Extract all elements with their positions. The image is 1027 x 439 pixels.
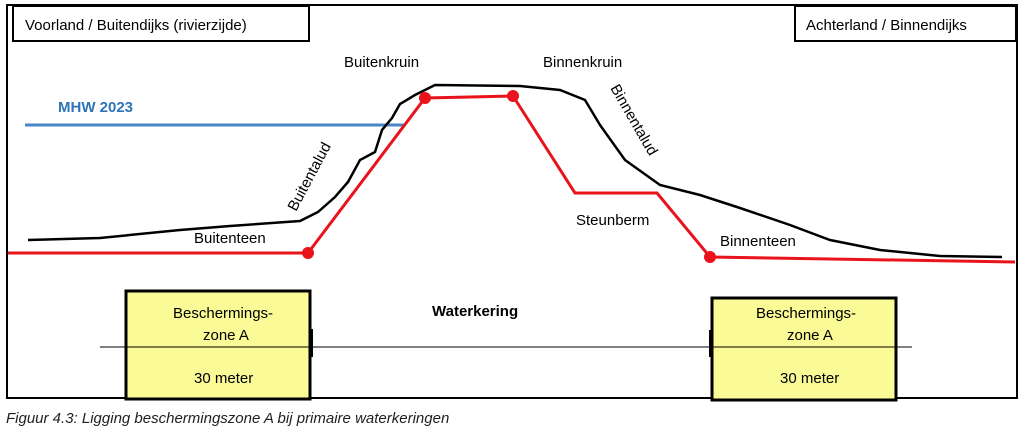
zone-left-line2: zone A bbox=[203, 327, 249, 344]
buitenkruin-label: Buitenkruin bbox=[344, 54, 419, 71]
design-profile-line bbox=[8, 94, 1016, 264]
right-region-label: Achterland / Binnendijks bbox=[806, 17, 967, 34]
zone-a-left-box bbox=[124, 289, 312, 401]
buitenkruin-point bbox=[419, 92, 431, 104]
buitenteen-label: Buitenteen bbox=[194, 230, 266, 247]
steunberm-label: Steunberm bbox=[576, 212, 649, 229]
binnenteen-label: Binnenteen bbox=[720, 233, 796, 250]
existing-profile-line bbox=[27, 83, 1003, 259]
buitenteen-point bbox=[302, 247, 314, 259]
figure-caption: Figuur 4.3: Ligging beschermingszone A b… bbox=[6, 410, 450, 427]
binnenkruin-point bbox=[507, 90, 519, 102]
right-region-box bbox=[794, 5, 1017, 42]
mhw-label: MHW 2023 bbox=[58, 99, 133, 116]
left-region-box bbox=[12, 5, 310, 42]
diagram-frame bbox=[6, 4, 1018, 399]
zone-left-width: 30 meter bbox=[194, 370, 253, 387]
left-region-label: Voorland / Buitendijks (rivierzijde) bbox=[25, 17, 247, 34]
zone-a-right-box bbox=[710, 296, 898, 402]
waterkering-label: Waterkering bbox=[432, 303, 518, 320]
binnenkruin-label: Binnenkruin bbox=[543, 54, 622, 71]
zone-right-line2: zone A bbox=[787, 327, 833, 344]
binnenteen-point bbox=[704, 251, 716, 263]
zone-right-width: 30 meter bbox=[780, 370, 839, 387]
zone-right-line1: Beschermings- bbox=[756, 305, 856, 322]
zone-left-line1: Beschermings- bbox=[173, 305, 273, 322]
